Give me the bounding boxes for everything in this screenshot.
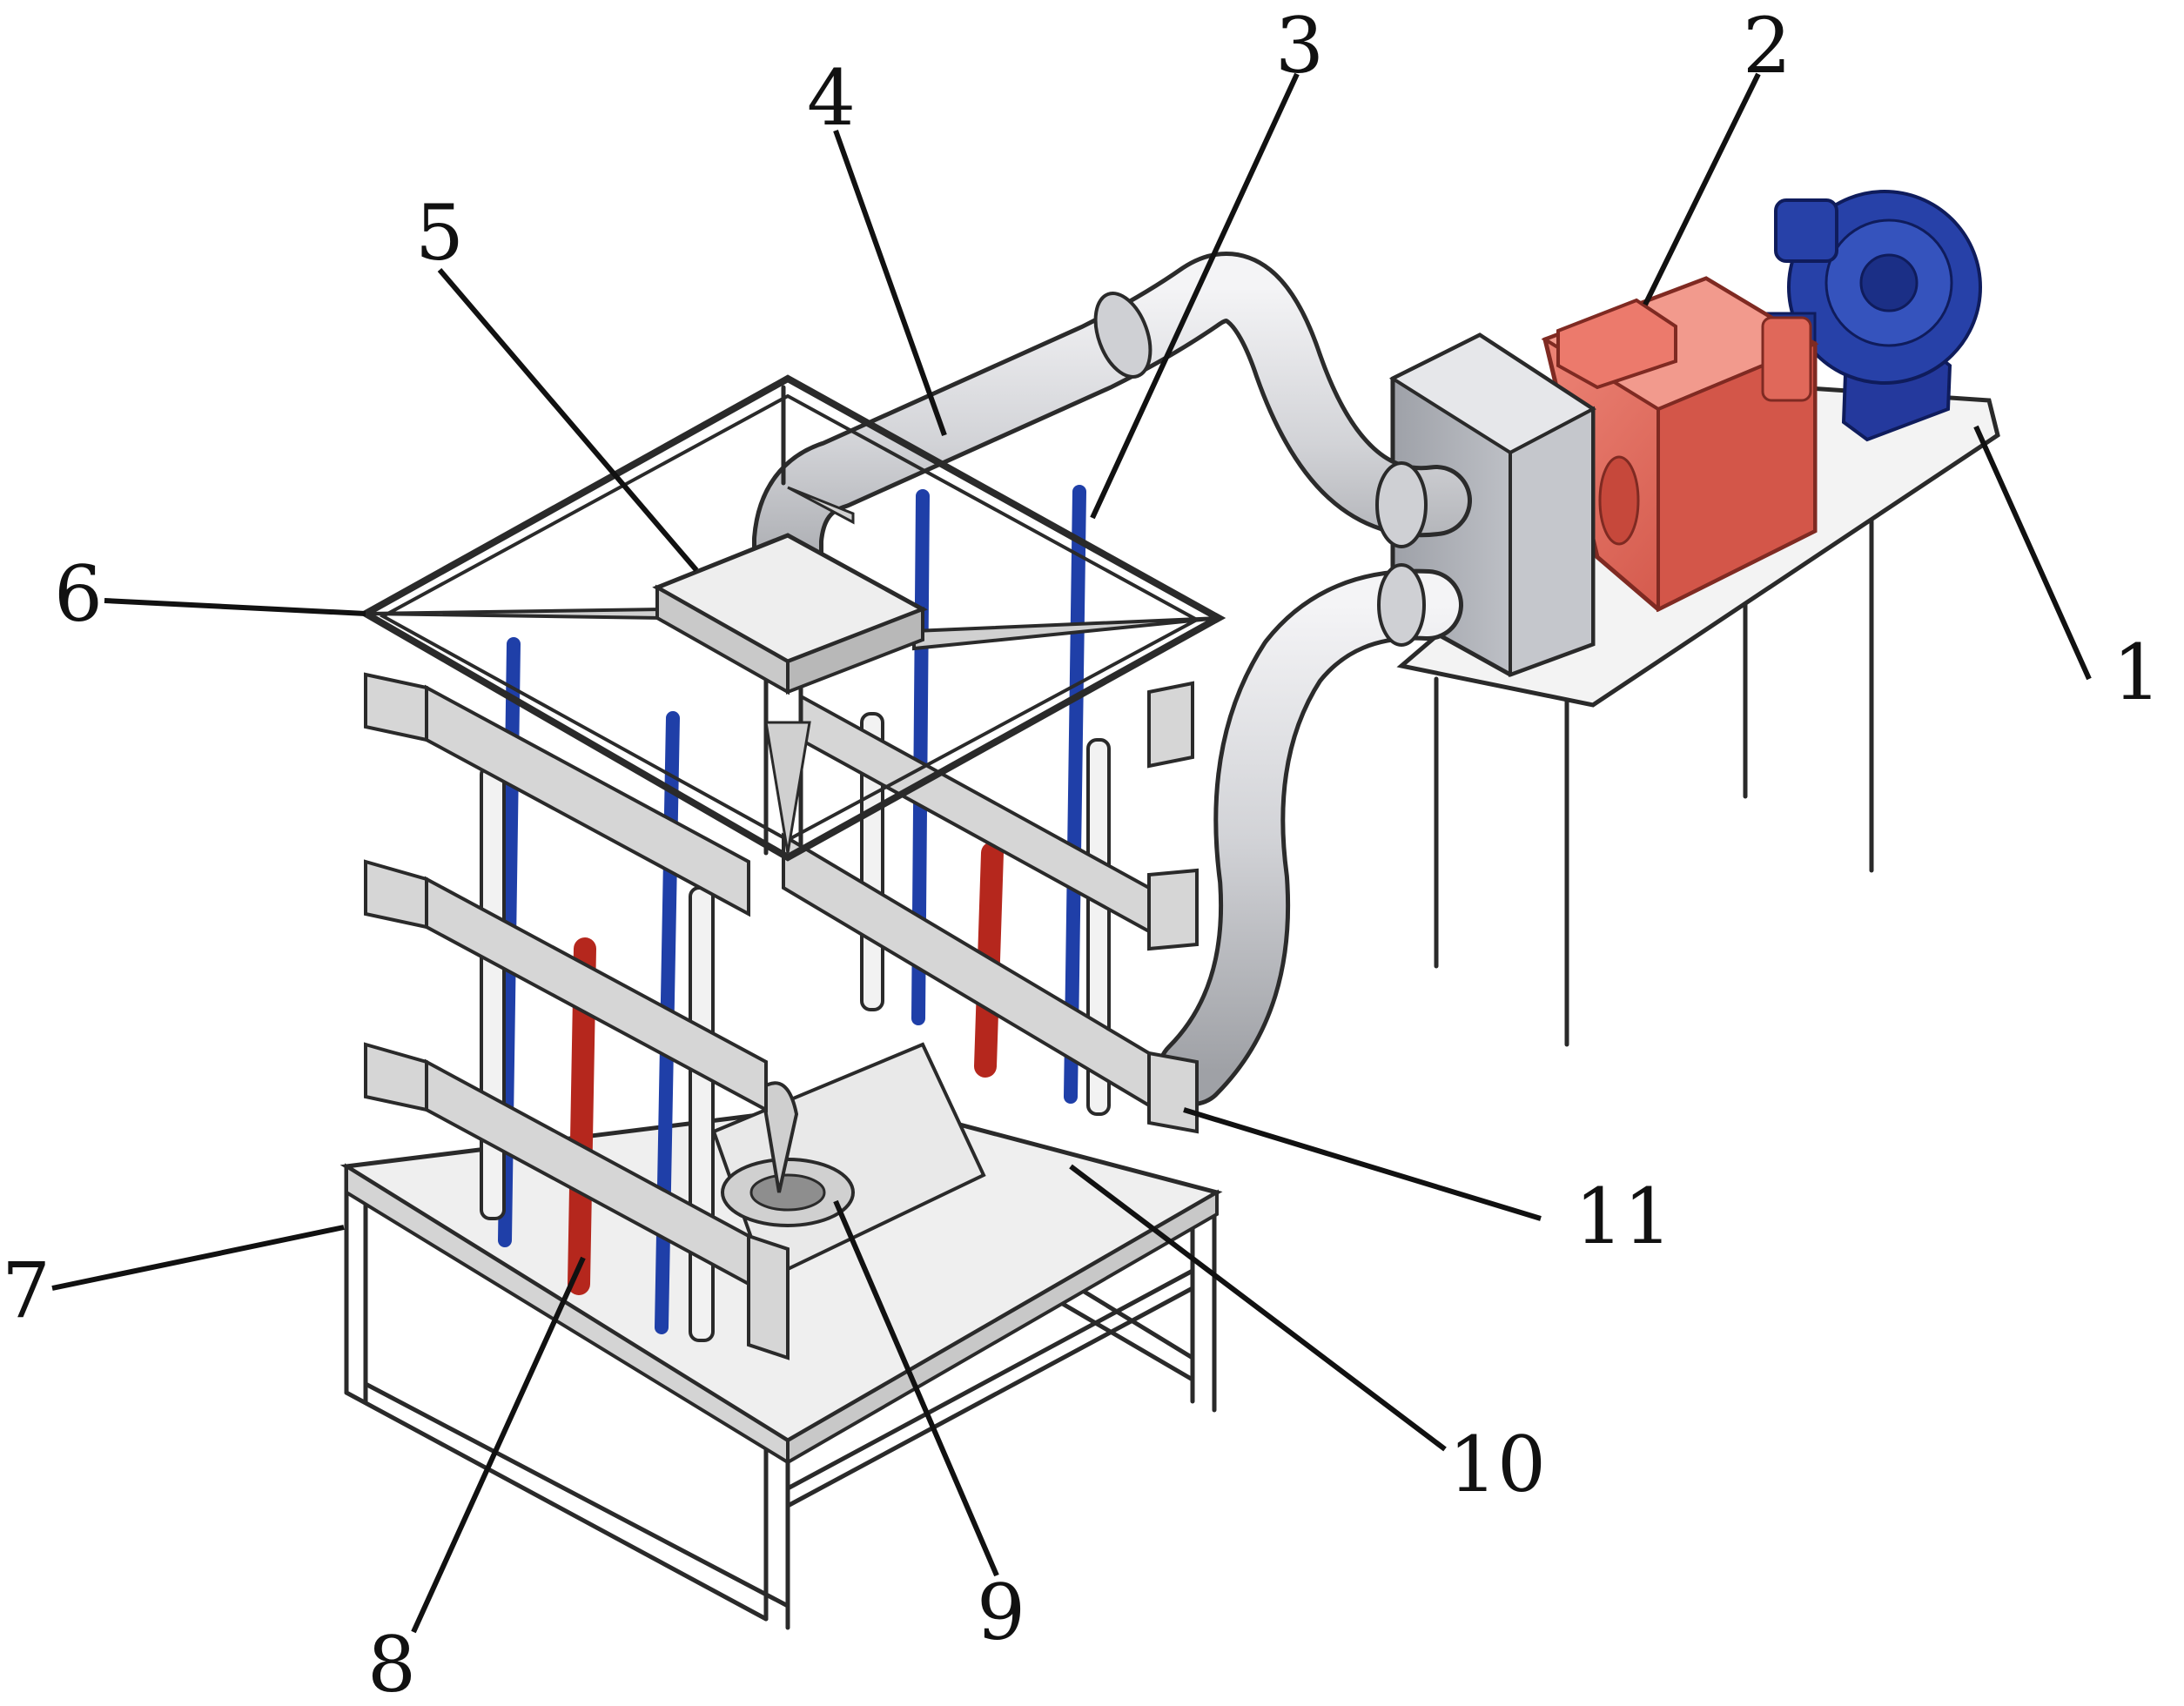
leader-lines <box>51 72 2092 1634</box>
callout-1: 1 <box>2113 628 2161 717</box>
callout-3: 3 <box>1275 1 1324 91</box>
hood <box>652 533 928 695</box>
test-area <box>711 1042 986 1282</box>
callout-6: 6 <box>54 549 103 639</box>
panels <box>364 672 1199 1360</box>
supply-duct <box>752 252 1472 636</box>
leader-7 <box>51 1225 345 1291</box>
leader-2 <box>1643 72 1761 306</box>
leader-3 <box>1090 72 1300 520</box>
leader-5 <box>437 268 699 572</box>
callout-5: 5 <box>415 188 464 278</box>
return-duct <box>1157 563 1463 1106</box>
leader-6 <box>104 598 366 616</box>
leader-11 <box>1183 1107 1542 1221</box>
leader-4 <box>833 129 947 437</box>
heater <box>1541 276 1819 613</box>
leader-1 <box>1973 425 2092 681</box>
callout-11: 11 <box>1575 1172 1672 1261</box>
callout-7: 7 <box>2 1246 50 1335</box>
callout-9: 9 <box>977 1568 1025 1657</box>
leader-8 <box>411 1256 586 1634</box>
callout-10: 10 <box>1448 1420 1546 1509</box>
callout-2: 2 <box>1743 1 1791 91</box>
leader-9 <box>833 1199 999 1577</box>
callout-4: 4 <box>807 53 856 143</box>
leader-10 <box>1069 1164 1447 1452</box>
callout-8: 8 <box>367 1620 416 1706</box>
